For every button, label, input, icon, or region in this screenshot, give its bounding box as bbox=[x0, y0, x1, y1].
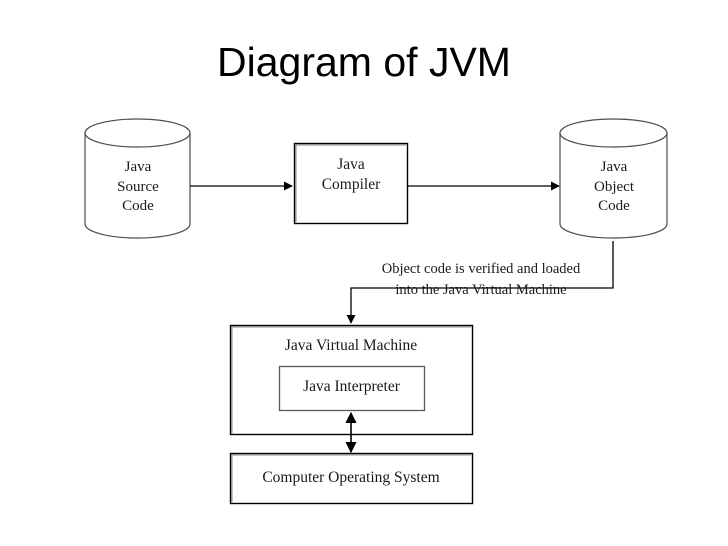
annotation-verify-load: Object code is verified and loaded into … bbox=[381, 261, 581, 298]
node-label-source-code: Java Source Code bbox=[117, 159, 159, 214]
node-label-interpreter: Java Interpreter bbox=[303, 378, 400, 395]
node-interpreter bbox=[278, 365, 426, 412]
node-label-compiler: Java Compiler bbox=[321, 156, 381, 194]
node-source-code bbox=[84, 118, 191, 239]
connector-object-to-jvm bbox=[346, 241, 614, 324]
page-title: Diagram of JVM bbox=[217, 39, 511, 85]
node-object-code bbox=[559, 118, 668, 239]
node-label-operating-system: Computer Operating System bbox=[262, 469, 440, 486]
node-compiler bbox=[293, 142, 409, 225]
node-label-jvm: Java Virtual Machine bbox=[284, 337, 418, 354]
node-label-object-code: Java Object Code bbox=[594, 159, 634, 214]
node-operating-system bbox=[229, 452, 474, 505]
